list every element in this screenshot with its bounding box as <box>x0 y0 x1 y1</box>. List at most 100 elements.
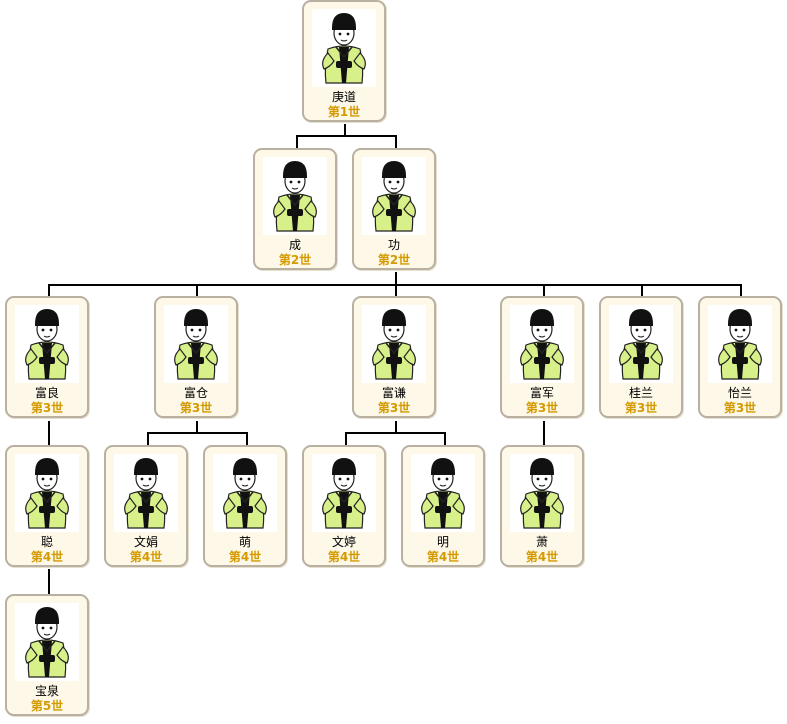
scholar-figure-icon <box>322 458 366 529</box>
generation-label: 第3世 <box>30 401 64 415</box>
connector-line <box>196 421 198 433</box>
member-card[interactable]: 聪第4世 <box>5 445 89 567</box>
member-card[interactable]: 富军第3世 <box>500 296 584 418</box>
member-card[interactable]: 功第2世 <box>352 148 436 270</box>
member-name: 萧 <box>535 535 548 549</box>
figure-portrait <box>263 157 327 235</box>
generation-label: 第2世 <box>377 253 411 267</box>
scholar-figure-icon <box>273 161 317 232</box>
connector-line <box>395 135 397 148</box>
member-card[interactable]: 庚道第1世 <box>302 0 386 122</box>
member-name: 庚道 <box>331 90 356 104</box>
figure-portrait <box>164 305 228 383</box>
connector-line <box>246 432 248 445</box>
member-card[interactable]: 桂兰第3世 <box>599 296 683 418</box>
generation-label: 第3世 <box>377 401 411 415</box>
generation-label: 第3世 <box>624 401 658 415</box>
member-card[interactable]: 富仓第3世 <box>154 296 238 418</box>
generation-label: 第3世 <box>525 401 559 415</box>
connector-line <box>641 284 643 296</box>
generation-label: 第4世 <box>327 550 361 564</box>
connector-line <box>196 284 198 296</box>
scholar-figure-icon <box>223 458 267 529</box>
figure-portrait <box>609 305 673 383</box>
connector-line <box>48 284 50 296</box>
member-card[interactable]: 明第4世 <box>401 445 485 567</box>
connector-line <box>147 432 248 434</box>
member-name: 聪 <box>40 535 53 549</box>
member-name: 桂兰 <box>628 386 653 400</box>
generation-label: 第4世 <box>129 550 163 564</box>
generation-label: 第3世 <box>179 401 213 415</box>
member-name: 萌 <box>238 535 251 549</box>
scholar-figure-icon <box>520 458 564 529</box>
member-card[interactable]: 富谦第3世 <box>352 296 436 418</box>
figure-portrait <box>15 454 79 532</box>
member-name: 宝泉 <box>34 684 59 698</box>
generation-label: 第5世 <box>30 699 64 713</box>
generation-label: 第2世 <box>278 253 312 267</box>
scholar-figure-icon <box>25 607 69 678</box>
connector-line <box>543 284 545 296</box>
member-card[interactable]: 富良第3世 <box>5 296 89 418</box>
connector-line <box>345 432 347 445</box>
member-card[interactable]: 文婷第4世 <box>302 445 386 567</box>
connector-line <box>543 421 545 445</box>
figure-portrait <box>510 454 574 532</box>
member-name: 文娟 <box>133 535 158 549</box>
scholar-figure-icon <box>619 309 663 380</box>
member-card[interactable]: 文娟第4世 <box>104 445 188 567</box>
member-card[interactable]: 萧第4世 <box>500 445 584 567</box>
figure-portrait <box>213 454 277 532</box>
connector-line <box>345 432 446 434</box>
generation-label: 第1世 <box>327 105 361 119</box>
connector-line <box>48 569 50 594</box>
member-name: 功 <box>387 238 400 252</box>
scholar-figure-icon <box>25 309 69 380</box>
scholar-figure-icon <box>520 309 564 380</box>
figure-portrait <box>15 305 79 383</box>
member-card[interactable]: 怡兰第3世 <box>698 296 782 418</box>
figure-portrait <box>362 157 426 235</box>
member-name: 富谦 <box>381 386 406 400</box>
connector-line <box>740 284 742 296</box>
generation-label: 第4世 <box>228 550 262 564</box>
figure-portrait <box>114 454 178 532</box>
connector-line <box>147 432 149 445</box>
member-name: 富仓 <box>183 386 208 400</box>
scholar-figure-icon <box>124 458 168 529</box>
scholar-figure-icon <box>25 458 69 529</box>
connector-line <box>48 421 50 445</box>
figure-portrait <box>411 454 475 532</box>
member-name: 富军 <box>529 386 554 400</box>
member-name: 文婷 <box>331 535 356 549</box>
figure-portrait <box>312 454 376 532</box>
generation-label: 第4世 <box>426 550 460 564</box>
generation-label: 第4世 <box>525 550 559 564</box>
member-name: 富良 <box>34 386 59 400</box>
member-card[interactable]: 成第2世 <box>253 148 337 270</box>
member-card[interactable]: 宝泉第5世 <box>5 594 89 716</box>
member-card[interactable]: 萌第4世 <box>203 445 287 567</box>
figure-portrait <box>510 305 574 383</box>
scholar-figure-icon <box>322 13 366 84</box>
connector-line <box>296 135 298 148</box>
member-name: 明 <box>436 535 449 549</box>
connector-line <box>395 421 397 433</box>
figure-portrait <box>15 603 79 681</box>
member-name: 成 <box>288 238 301 252</box>
connector-line <box>395 284 397 296</box>
scholar-figure-icon <box>421 458 465 529</box>
generation-label: 第3世 <box>723 401 757 415</box>
connector-line <box>444 432 446 445</box>
figure-portrait <box>362 305 426 383</box>
figure-portrait <box>708 305 772 383</box>
generation-label: 第4世 <box>30 550 64 564</box>
connector-line <box>296 135 397 137</box>
member-name: 怡兰 <box>727 386 752 400</box>
connector-line <box>395 272 397 285</box>
connector-line <box>344 124 346 136</box>
scholar-figure-icon <box>372 309 416 380</box>
scholar-figure-icon <box>718 309 762 380</box>
